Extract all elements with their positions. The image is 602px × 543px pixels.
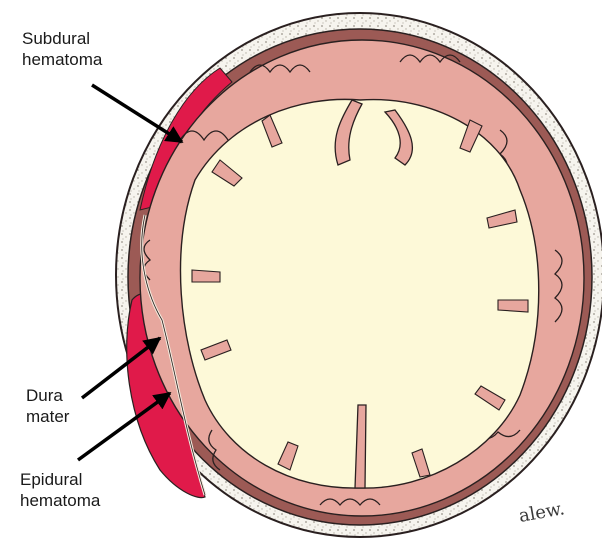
label-line: mater <box>26 406 69 427</box>
label-subdural-hematoma: Subdural hematoma <box>22 28 102 70</box>
label-line: Epidural <box>20 469 100 490</box>
label-line: hematoma <box>22 49 102 70</box>
artist-signature: alew. <box>517 498 566 527</box>
label-dura-mater: Dura mater <box>26 385 69 427</box>
label-line: Dura <box>26 385 69 406</box>
label-epidural-hematoma: Epidural hematoma <box>20 469 100 511</box>
label-line: Subdural <box>22 28 102 49</box>
label-line: hematoma <box>20 490 100 511</box>
